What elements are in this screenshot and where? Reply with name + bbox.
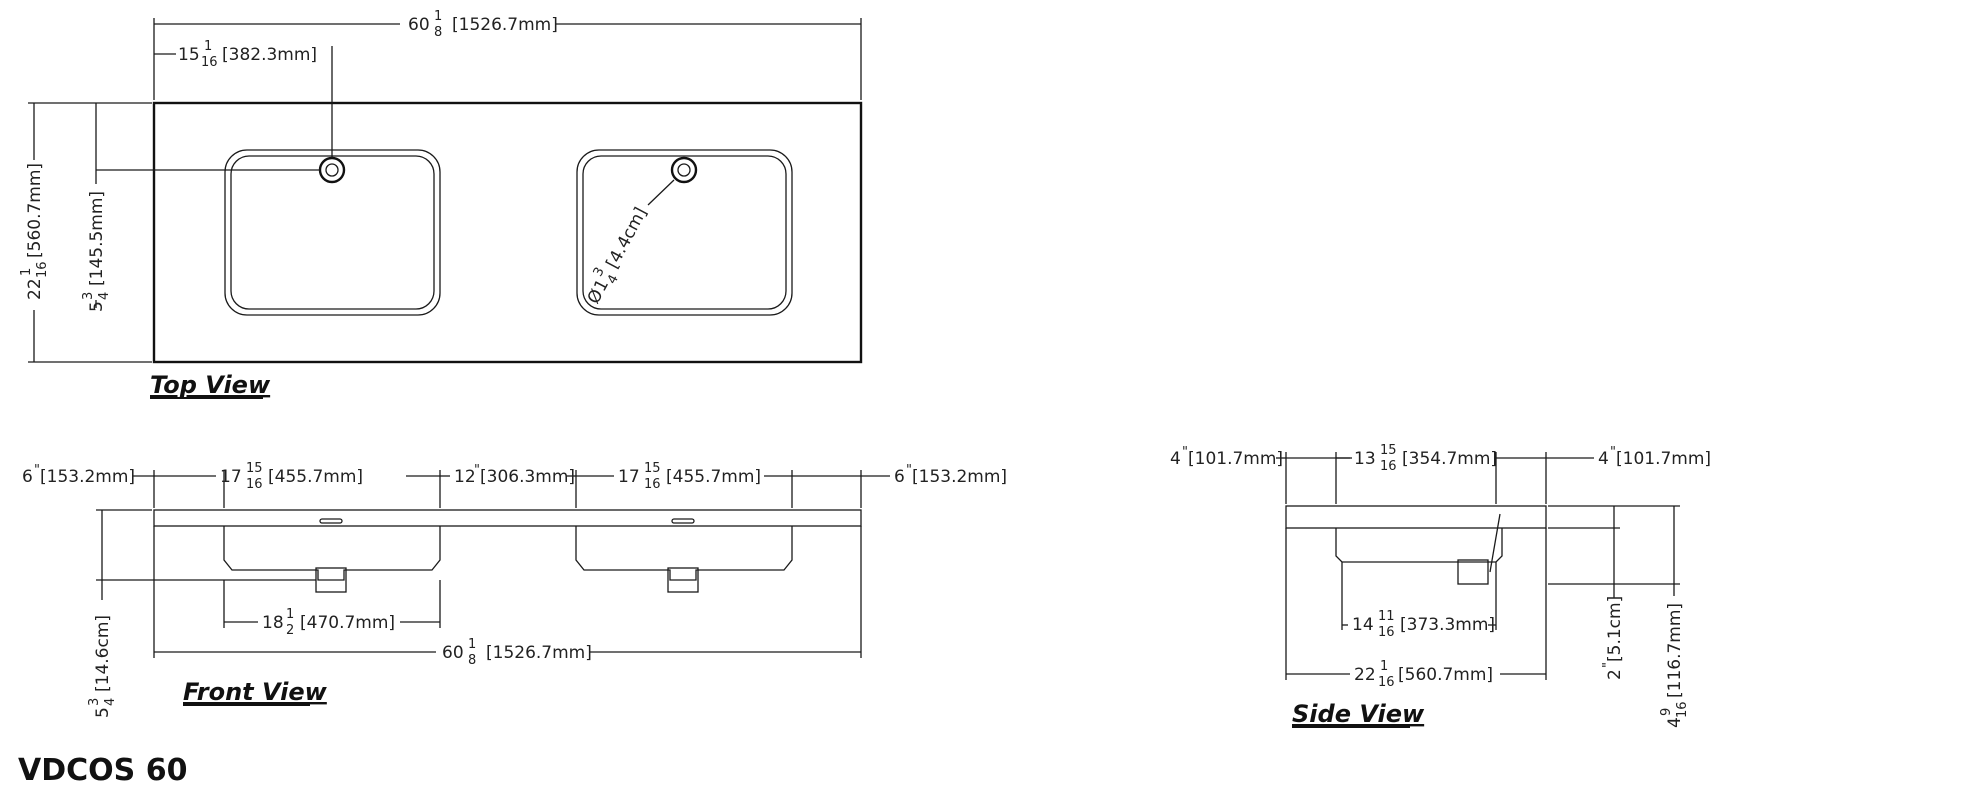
- front-view-right-basin: [575, 526, 793, 581]
- svg-text:15: 15: [644, 461, 661, 476]
- side-view-basin: [1335, 528, 1503, 563]
- svg-text:1: 1: [468, 637, 476, 652]
- top-overall-width-whole: 60: [408, 15, 430, 35]
- svg-text:16: 16: [1378, 625, 1395, 640]
- model-title: VDCOS 60: [18, 753, 187, 788]
- front-right-margin-whole: 6: [894, 467, 905, 487]
- front-basin-center-whole: 18: [262, 613, 284, 633]
- front-left-margin-whole: 6: [22, 467, 33, 487]
- svg-text:4: 4: [97, 292, 112, 300]
- top-drain-offset-whole: 15: [178, 45, 200, 65]
- side-lip-height-whole: 2: [1605, 669, 1625, 680]
- top-overall-depth-metric: [560.7mm]: [25, 163, 45, 258]
- side-overall-depth-whole: 22: [1354, 665, 1376, 685]
- svg-text:15: 15: [246, 461, 263, 476]
- front-right-margin-metric: [153.2mm]: [912, 467, 1007, 487]
- front-basin-right-metric: [455.7mm]: [666, 467, 761, 487]
- top-view-left-basin: [224, 149, 441, 316]
- svg-text:3: 3: [87, 698, 102, 706]
- svg-text:16: 16: [246, 477, 263, 492]
- side-overall-height-whole: 4: [1665, 717, 1685, 728]
- svg-text:11: 11: [1378, 609, 1395, 624]
- svg-text:8: 8: [468, 653, 476, 668]
- svg-text:": ": [906, 463, 912, 478]
- svg-text:4: 4: [103, 698, 118, 706]
- side-view-label: Side View: [1292, 700, 1425, 728]
- front-basin-left-metric: [455.7mm]: [268, 467, 363, 487]
- svg-text:3: 3: [81, 292, 96, 300]
- side-lip-height-metric: [5.1cm]: [1605, 596, 1625, 662]
- front-center-gap-whole: 12: [454, 467, 476, 487]
- svg-text:16: 16: [1380, 459, 1397, 474]
- front-height-metric: [14.6cm]: [93, 615, 113, 692]
- side-left-margin-metric: [101.7mm]: [1188, 449, 1283, 469]
- top-view-right-basin: [576, 149, 793, 316]
- side-basin-width-metric: [354.7mm]: [1402, 449, 1497, 469]
- top-overall-width-metric: [1526.7mm]: [452, 15, 558, 35]
- svg-text:16: 16: [201, 55, 218, 70]
- right-drain-icon: [670, 156, 698, 184]
- front-height-whole: 5: [93, 707, 113, 718]
- svg-text:1: 1: [286, 607, 294, 622]
- front-basin-center-metric: [470.7mm]: [300, 613, 395, 633]
- svg-text:16: 16: [644, 477, 661, 492]
- svg-text:2: 2: [286, 623, 294, 638]
- svg-text:1: 1: [434, 9, 442, 24]
- svg-text:15: 15: [1380, 443, 1397, 458]
- top-drain-depth-whole: 5: [87, 301, 107, 312]
- svg-text:": ": [1601, 662, 1616, 668]
- svg-text:8: 8: [434, 25, 442, 40]
- top-drain-offset-metric: [382.3mm]: [222, 45, 317, 65]
- svg-text:1: 1: [1380, 659, 1388, 674]
- front-view-left-basin: [223, 526, 441, 581]
- front-overall-width-metric: [1526.7mm]: [486, 643, 592, 663]
- top-view: 60 1 8 [1526.7mm] 15 1 16 [382.3mm] 22 1…: [19, 9, 863, 399]
- top-drain-depth-metric: [145.5mm]: [87, 191, 107, 286]
- front-view-label: Front View: [183, 678, 328, 706]
- side-right-margin-whole: 4: [1598, 449, 1609, 469]
- left-drain-icon: [318, 156, 346, 184]
- side-overall-height-metric: [116.7mm]: [1665, 603, 1685, 698]
- top-view-countertop: [152, 101, 863, 364]
- front-center-gap-metric: [306.3mm]: [480, 467, 575, 487]
- front-basin-left-whole: 17: [220, 467, 242, 487]
- svg-text:1: 1: [19, 268, 34, 276]
- side-overall-depth-metric: [560.7mm]: [1398, 665, 1493, 685]
- side-left-margin-whole: 4: [1170, 449, 1181, 469]
- side-view-slab: [1285, 505, 1547, 529]
- svg-text:": ": [474, 463, 480, 478]
- side-view: 4 " [101.7mm] 13 15 16 [354.7mm] 4 " [10…: [1170, 443, 1711, 728]
- side-basin-bottom-metric: [373.3mm]: [1400, 615, 1495, 635]
- top-overall-depth-whole: 22: [25, 278, 45, 300]
- svg-text:": ": [1610, 445, 1616, 460]
- side-basin-width-whole: 13: [1354, 449, 1376, 469]
- top-view-label: Top View: [150, 371, 271, 399]
- front-basin-right-whole: 17: [618, 467, 640, 487]
- svg-text:": ": [34, 463, 40, 478]
- side-right-margin-metric: [101.7mm]: [1616, 449, 1711, 469]
- svg-text:16: 16: [1378, 675, 1395, 690]
- front-view-slab: [153, 509, 862, 527]
- svg-text:": ": [1182, 445, 1188, 460]
- svg-text:9: 9: [1659, 708, 1674, 716]
- svg-text:1: 1: [204, 39, 212, 54]
- side-basin-bottom-whole: 14: [1352, 615, 1374, 635]
- front-left-margin-metric: [153.2mm]: [40, 467, 135, 487]
- svg-text:16: 16: [1675, 701, 1690, 718]
- front-view: 6 " [153.2mm] 17 15 16 [455.7mm] 12 " [3…: [22, 461, 1007, 718]
- front-overall-width-whole: 60: [442, 643, 464, 663]
- svg-text:16: 16: [35, 261, 50, 278]
- drain-diameter-metric: [4.4cm]: [603, 204, 652, 272]
